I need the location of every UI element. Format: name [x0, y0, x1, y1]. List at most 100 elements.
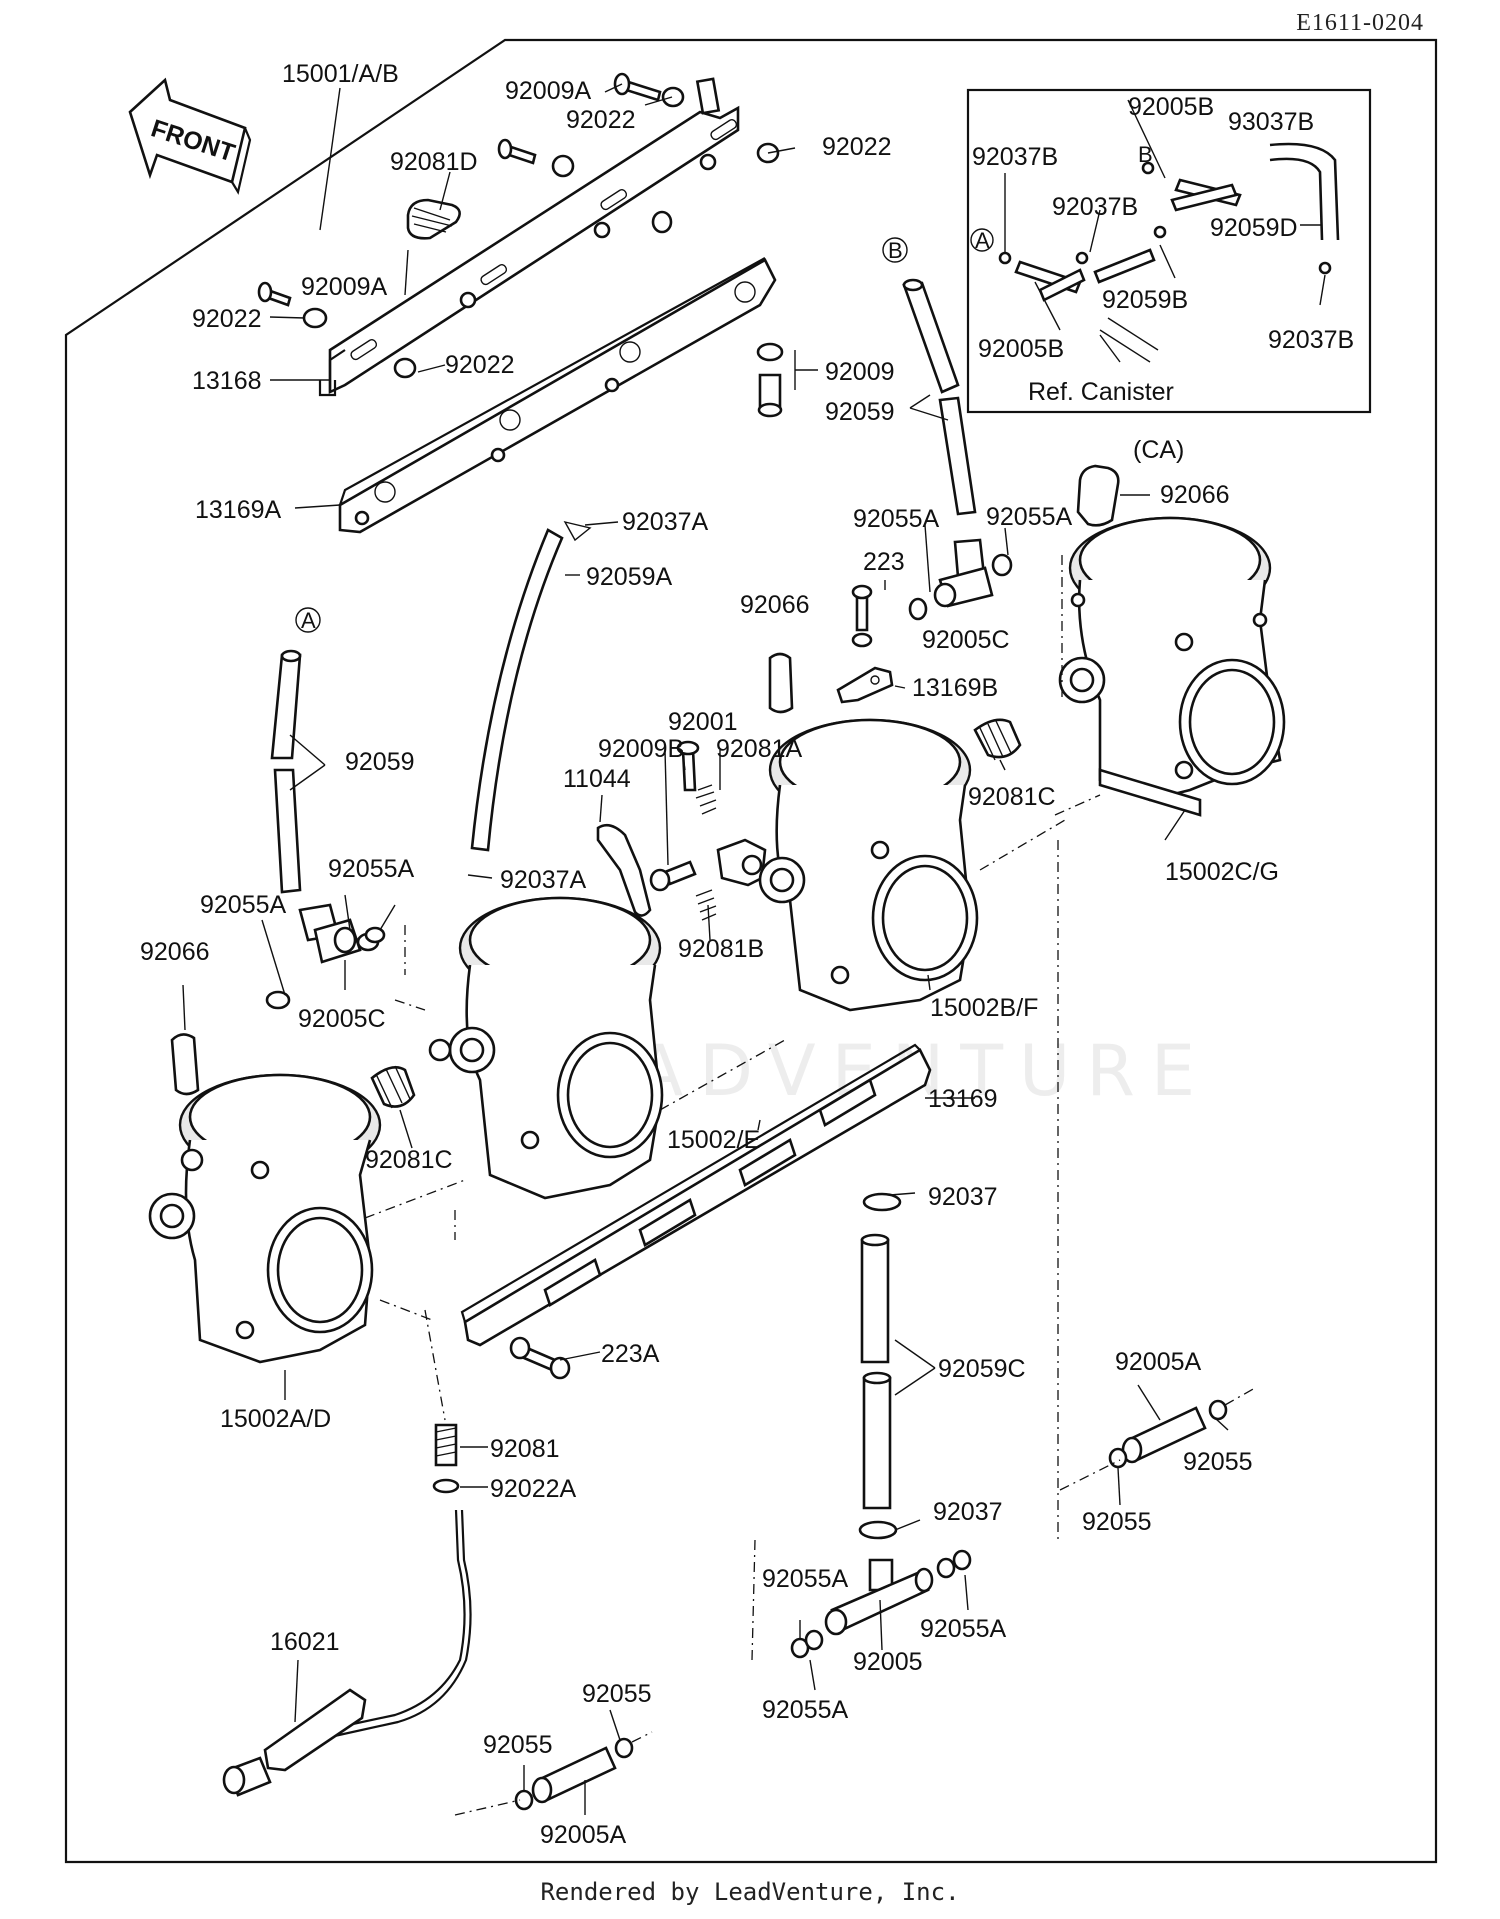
front-arrow: FRONT — [128, 77, 252, 195]
label-92009: 92009 — [825, 358, 895, 386]
inset-canister-box: A B 92005B 93037B 92037B 92037B 92059D 9… — [966, 88, 1372, 414]
carburetor-15002e — [428, 896, 664, 1200]
marker-a: A — [301, 608, 316, 633]
inset-label-92005b-bottom: 92005B — [978, 335, 1064, 363]
pipe-92005a-bottom — [514, 1737, 634, 1811]
inset-marker-a: A — [975, 228, 990, 253]
screw-92009a-top — [613, 72, 685, 108]
label-92022a: 92022A — [490, 1475, 577, 1503]
label-15002ad: 15002A/D — [220, 1405, 331, 1433]
label-92009b: 92009B — [598, 735, 684, 763]
label-92081: 92081 — [490, 1435, 560, 1463]
label-92037-lower: 92037 — [933, 1498, 1003, 1526]
screw-92009 — [756, 342, 784, 418]
tjoint-92005 — [790, 1549, 972, 1659]
screw-223a — [509, 1336, 571, 1380]
carburetor-15002bf — [758, 718, 979, 1012]
spring-92081a — [676, 740, 717, 815]
label-13168: 13168 — [192, 367, 262, 395]
label-15002bf: 15002B/F — [930, 994, 1038, 1022]
screw-223 — [851, 584, 873, 648]
label-92055a-top-2: 92055A — [986, 503, 1073, 531]
cap-92066-left — [170, 1033, 200, 1096]
label-92059-left: 92059 — [345, 748, 415, 776]
label-92022-right: 92022 — [822, 133, 892, 161]
label-92037-upper: 92037 — [928, 1183, 998, 1211]
label-92022-left: 92022 — [192, 305, 262, 333]
tube-92059-top: B — [882, 237, 977, 516]
carburetor-15002cg — [1058, 516, 1286, 817]
inset-label-92037b-mid: 92037B — [1052, 193, 1138, 221]
tube-92059c — [858, 1192, 902, 1540]
label-92005c-top: 92005C — [922, 626, 1010, 654]
spring-92081b — [695, 889, 717, 921]
label-92005a-right: 92005A — [1115, 1348, 1202, 1376]
label-15002cg: 15002C/G — [1165, 858, 1279, 886]
spring-92081c-right — [973, 718, 1022, 761]
inset-ref-canister: Ref. Canister — [1028, 378, 1174, 406]
label-16021: 16021 — [270, 1628, 340, 1656]
label-92081d: 92081D — [390, 148, 478, 176]
label-92009a-top: 92009A — [505, 77, 592, 105]
label-92022-mid: 92022 — [445, 351, 515, 379]
label-92059a: 92059A — [586, 563, 673, 591]
inset-label-92037b-right: 92037B — [1268, 326, 1354, 354]
label-92055-right-2: 92055 — [1082, 1508, 1152, 1536]
label-92066-mid: 92066 — [740, 591, 810, 619]
document-code: E1611-0204 — [1296, 10, 1424, 36]
inset-caption: (CA) — [1133, 436, 1184, 464]
label-92009a-left: 92009A — [301, 273, 388, 301]
cable-16021 — [222, 1509, 472, 1797]
inset-label-92005b-top: 92005B — [1128, 93, 1214, 121]
label-92081c-right: 92081C — [968, 783, 1056, 811]
inset-label-92037b-left: 92037B — [972, 143, 1058, 171]
label-15001ab: 15001/A/B — [282, 60, 399, 88]
label-92055a-left-1: 92055A — [328, 855, 415, 883]
label-92005: 92005 — [853, 1648, 923, 1676]
label-92037a-top: 92037A — [622, 508, 709, 536]
label-92066-left: 92066 — [140, 938, 210, 966]
tube-92059a — [470, 520, 592, 852]
label-92066-right: 92066 — [1160, 481, 1230, 509]
label-13169: 13169 — [928, 1085, 998, 1113]
leader-lines — [182, 83, 1229, 1815]
label-15002e: 15002/E — [667, 1126, 760, 1154]
bracket-13169 — [460, 1043, 932, 1347]
tjoint-92005c-top — [908, 538, 1013, 621]
label-92059c: 92059C — [938, 1355, 1026, 1383]
label-223a: 223A — [601, 1340, 660, 1368]
label-92005c-left: 92005C — [298, 1005, 386, 1033]
inset-label-93037b: 93037B — [1228, 108, 1314, 136]
marker-b: B — [888, 238, 903, 263]
label-13169a: 13169A — [195, 496, 282, 524]
bracket-13169b — [836, 666, 894, 704]
link-11044 — [596, 823, 652, 917]
label-92081c-left: 92081C — [365, 1146, 453, 1174]
label-92055-right-1: 92055 — [1183, 1448, 1253, 1476]
label-92055a-bottom-2: 92055A — [920, 1615, 1007, 1643]
carburetor-15002ad — [148, 1073, 382, 1364]
tjoint-92005c-left — [265, 903, 386, 1010]
label-92055a-left-2: 92055A — [200, 891, 287, 919]
label-92055-bottom-1: 92055 — [582, 1680, 652, 1708]
diagram-frame — [64, 38, 1438, 1864]
bracket-13169a — [338, 257, 777, 534]
label-92055-bottom-2: 92055 — [483, 1731, 553, 1759]
label-92037a-mid: 92037A — [500, 866, 587, 894]
label-92055a-bottom-1: 92055A — [762, 1565, 849, 1593]
cap-92066-mid — [768, 652, 794, 714]
label-92081a: 92081A — [716, 735, 803, 763]
spring-92081c-left — [370, 1065, 416, 1109]
screw-92009a-left — [257, 281, 417, 379]
inset-marker-b: B — [1138, 142, 1153, 167]
cap-92066-right — [1076, 464, 1120, 527]
label-92059-top: 92059 — [825, 398, 895, 426]
label-92005a-bottom: 92005A — [540, 1821, 627, 1849]
label-92081b: 92081B — [678, 935, 764, 963]
inset-label-92059d: 92059D — [1210, 214, 1298, 242]
inset-label-92059b: 92059B — [1102, 286, 1188, 314]
tube-92059-left: A — [270, 607, 321, 894]
center-lines — [364, 555, 1256, 1816]
label-223: 223 — [863, 548, 905, 576]
